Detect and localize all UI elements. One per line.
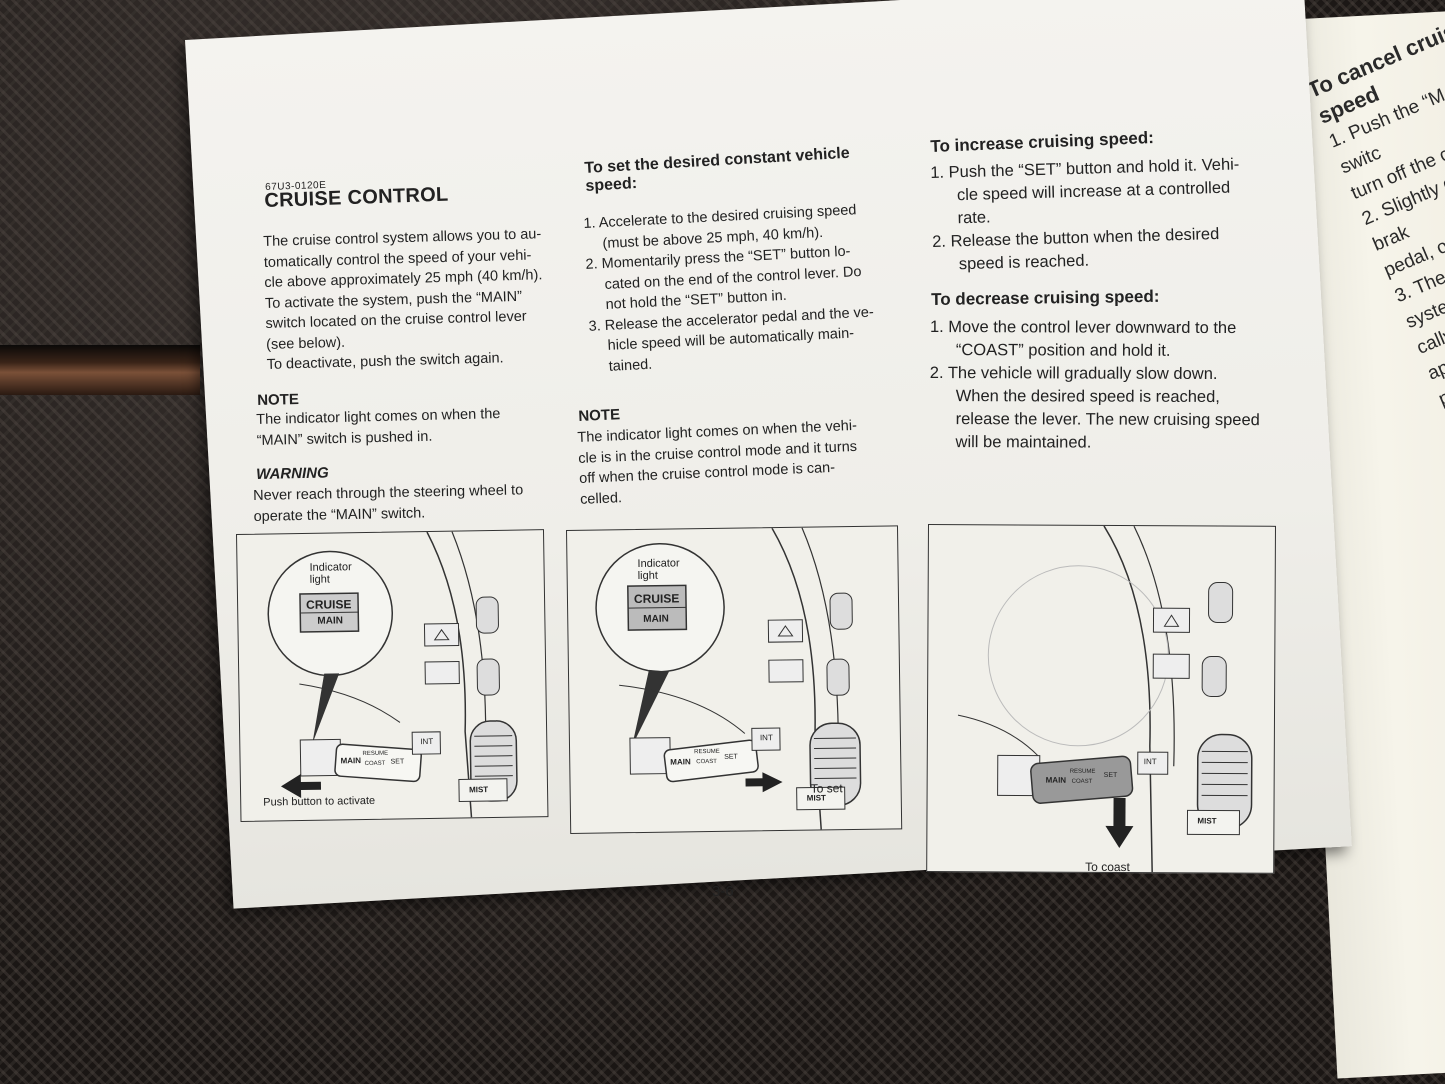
lever-main: MAIN [670, 757, 691, 767]
lever-set: SET [390, 758, 405, 766]
indicator-label: Indicator light [637, 557, 680, 582]
lever-set: SET [1103, 771, 1118, 779]
note-heading: NOTE [578, 406, 621, 425]
list-item: 2. The vehicle will gradually slow down. [929, 363, 1218, 384]
text-line: Indicator [637, 557, 680, 571]
figure-coast-drawing [957, 525, 1253, 873]
figure-caption: To coast [1085, 859, 1130, 875]
lamp-main: MAIN [643, 613, 669, 625]
decrease-steps: 1. Move the control lever downward to th… [930, 316, 1280, 455]
lever-resume: RESUME [362, 750, 389, 758]
figure-caption: Push button to activate [263, 794, 376, 809]
increase-heading: To increase cruising speed: [930, 128, 1155, 156]
int-switch: INT [759, 733, 773, 743]
page-number: 3-6 [712, 883, 734, 900]
lever-resume: RESUME [1069, 768, 1096, 775]
lever-coast: COAST [1071, 778, 1093, 785]
list-item: “COAST” position and hold it. [955, 341, 1171, 360]
list-item: release the lever. The new cruising spee… [955, 410, 1260, 430]
increase-steps: 1. Push the “SET” button and hold it. Ve… [930, 152, 1283, 277]
lever-main: MAIN [1045, 775, 1067, 785]
note-paragraph: The indicator light comes on when the ve… [577, 413, 915, 510]
lamp-cruise: CRUISE [633, 591, 680, 607]
decrease-heading: To decrease cruising speed: [931, 286, 1160, 309]
lever-set: SET [724, 753, 738, 761]
note-paragraph: The indicator light comes on when the “M… [256, 403, 562, 451]
list-item: will be maintained. [955, 433, 1092, 452]
indicator-label: Indicator light [309, 561, 352, 586]
list-item: 1. Move the control lever downward to th… [929, 318, 1237, 338]
warning-heading: WARNING [256, 464, 329, 483]
lever-coast: COAST [696, 758, 717, 766]
mist-switch: MIST [468, 785, 489, 795]
wood-trim [0, 345, 200, 395]
figure-activate-drawing [267, 531, 518, 818]
figure-set-drawing [595, 527, 862, 830]
lever-coast: COAST [364, 760, 386, 768]
lamp-cruise: CRUISE [306, 597, 352, 612]
figure-caption: To set [810, 781, 843, 796]
list-item: When the desired speed is reached, [955, 387, 1220, 407]
text-line: light [637, 569, 658, 583]
figure-coast: MAIN RESUME COAST SET INT MIST To coast [926, 524, 1276, 874]
int-switch: INT [1143, 757, 1157, 767]
figure-set: Indicator light CRUISE MAIN MAIN RESUME … [566, 525, 903, 834]
warning-paragraph: Never reach through the steering wheel t… [253, 480, 564, 527]
lever-resume: RESUME [694, 748, 720, 756]
set-speed-steps: 1. Accelerate to the desired cruising sp… [583, 197, 921, 377]
set-speed-heading: To set the desired constant vehicle spee… [584, 145, 851, 196]
lever-main: MAIN [340, 756, 362, 766]
mist-switch: MIST [1197, 816, 1217, 826]
lamp-main: MAIN [317, 615, 344, 627]
figure-activate: Indicator light CRUISE MAIN MAIN RESUME … [236, 529, 549, 822]
int-switch: INT [420, 736, 434, 747]
intro-paragraph: The cruise control system allows you to … [263, 224, 567, 376]
note-heading: NOTE [257, 390, 300, 409]
text-line: light [309, 573, 331, 586]
text-line: Indicator [309, 561, 352, 574]
